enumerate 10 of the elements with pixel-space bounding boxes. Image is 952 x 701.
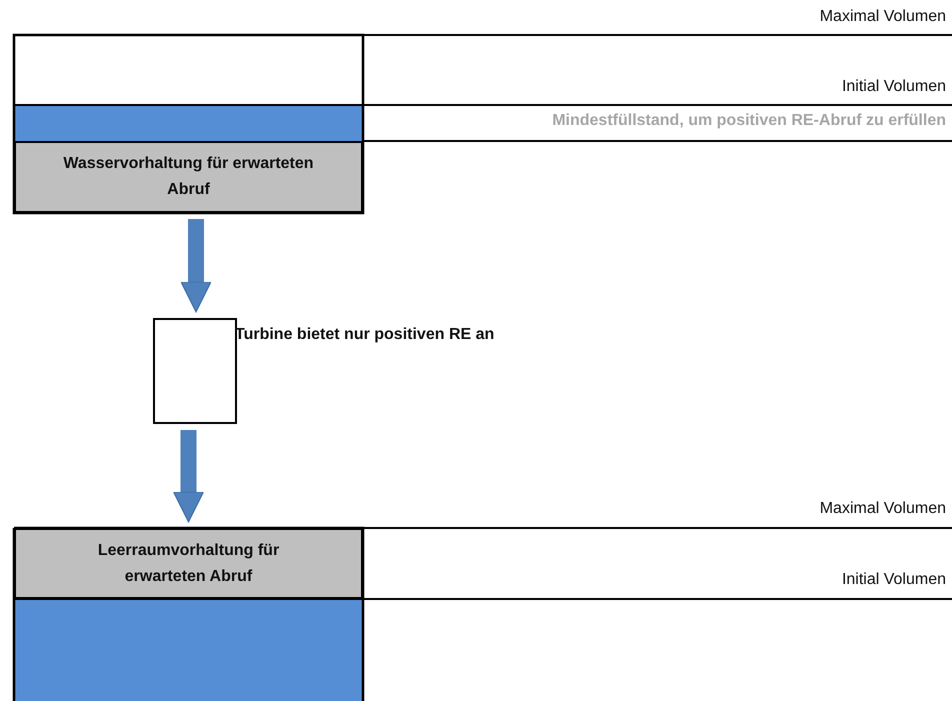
level-label: Maximal Volumen <box>820 500 946 518</box>
arrow <box>180 219 212 312</box>
storage-block: Wasservorhaltung für erwarteten Abruf <box>14 141 363 213</box>
arrow <box>173 430 204 522</box>
level-label: Initial Volumen <box>842 78 946 96</box>
level-label: Initial Volumen <box>842 571 946 589</box>
storage-block: Leerraumvorhaltung für erwarteten Abruf <box>14 528 363 599</box>
level-label: Mindestfüllstand, um positiven RE-Abruf zu erfüllen <box>552 112 946 130</box>
turbine-box <box>153 318 237 424</box>
level-label: Maximal Volumen <box>820 8 946 26</box>
